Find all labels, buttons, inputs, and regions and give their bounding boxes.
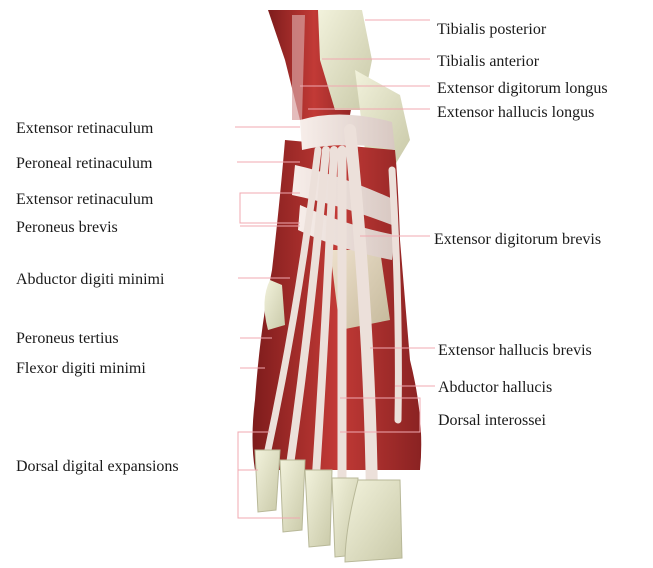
label-extensor-digitorum-brevis: Extensor digitorum brevis [434, 231, 601, 249]
label-tibialis-posterior: Tibialis posterior [437, 21, 546, 39]
lateral-bone [264, 280, 285, 330]
label-peroneal-retinaculum: Peroneal retinaculum [16, 155, 152, 173]
label-abductor-digiti-minimi: Abductor digiti minimi [16, 271, 164, 289]
label-extensor-hallucis-longus: Extensor hallucis longus [437, 104, 594, 122]
label-dorsal-interossei: Dorsal interossei [438, 412, 546, 430]
label-flexor-digiti-minimi: Flexor digiti minimi [16, 360, 146, 378]
label-extensor-digitorum-longus: Extensor digitorum longus [437, 80, 608, 98]
label-tibialis-anterior: Tibialis anterior [437, 53, 539, 71]
label-peroneus-tertius: Peroneus tertius [16, 330, 119, 348]
toe-3 [305, 470, 332, 547]
toe-4 [280, 460, 305, 532]
label-extensor-retinaculum-2: Extensor retinaculum [16, 191, 153, 209]
label-extensor-hallucis-brevis: Extensor hallucis brevis [438, 342, 592, 360]
label-extensor-retinaculum-1: Extensor retinaculum [16, 120, 153, 138]
label-abductor-hallucis: Abductor hallucis [438, 379, 552, 397]
label-dorsal-digital-expansions: Dorsal digital expansions [16, 458, 179, 476]
label-peroneus-brevis: Peroneus brevis [16, 219, 118, 237]
toe-5 [255, 450, 280, 512]
